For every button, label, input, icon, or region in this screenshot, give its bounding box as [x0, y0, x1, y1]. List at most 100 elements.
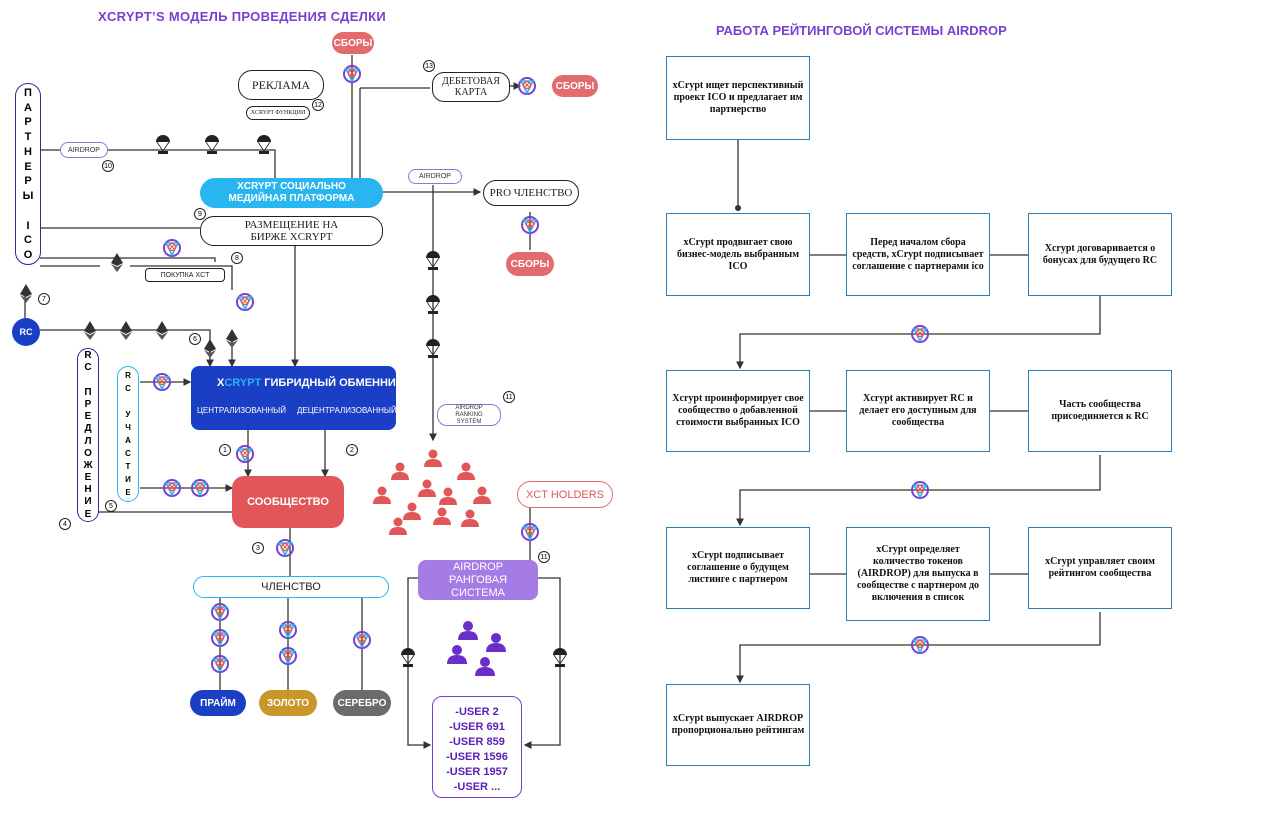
vertical-letter: Ы [22, 190, 34, 203]
vertical-letter: C [125, 384, 131, 393]
vertical-letter: Л [84, 435, 92, 447]
vertical-letter: И [84, 496, 92, 508]
ethereum-icon [20, 284, 32, 303]
vertical-letter: Р [24, 116, 32, 129]
vertical-letter: R [84, 350, 92, 362]
ethereum-icon [204, 339, 216, 358]
vertical-letter: C [84, 362, 92, 374]
ranking-system-tag: AIRDROP RANKING SYSTEM [437, 404, 501, 426]
step-number: 11 [538, 551, 550, 563]
vertical-letter: Д [84, 423, 92, 435]
flow-step-9: xCrypt определяет количество токенов (AI… [846, 527, 990, 621]
flow-step-1: xCrypt ищет перспективный проект ICO и п… [666, 56, 810, 140]
vertical-letter: I [26, 219, 30, 232]
user-list-item: -USER 691 [449, 721, 505, 733]
vertical-letter: Ж [83, 459, 93, 471]
step-number: 1 [219, 444, 231, 456]
step-number: 7 [38, 293, 50, 305]
vertical-letter: Е [24, 160, 32, 173]
tier-gold-badge: ЗОЛОТО [259, 690, 317, 716]
vertical-letter: П [84, 386, 92, 398]
vertical-letter: Н [84, 484, 92, 496]
xcrypt-logo-icon [236, 293, 254, 311]
community-crowd-icon [373, 449, 491, 535]
ethereum-icon [111, 253, 123, 272]
tier-prime-badge: ПРАЙМ [190, 690, 246, 716]
user-list-item: -USER 1957 [446, 766, 508, 778]
ethereum-icon [120, 321, 132, 340]
user-list-item: -USER 859 [449, 736, 505, 748]
reklama-node: РЕКЛАМА [238, 70, 324, 100]
sbory-top-badge: СБОРЫ [332, 32, 374, 54]
parachute-icon [155, 134, 171, 155]
step-number: 11 [503, 391, 515, 403]
airdrop-tag: AIRDROP [60, 142, 108, 158]
xcrypt-functions-node: XCRYPT ФУНКЦИИ [246, 106, 310, 120]
rc-node: RC [12, 318, 40, 346]
user-list-item: -USER ... [453, 781, 501, 793]
ethereum-icon [226, 329, 238, 348]
parachute-icon [204, 134, 220, 155]
vertical-letter: П [24, 86, 32, 99]
exchange-decentral-label: ДЕЦЕНТРАЛИЗОВАННЫЙ [297, 406, 397, 415]
step-number: 3 [252, 542, 264, 554]
step-number: 6 [189, 333, 201, 345]
social-platform-node: XCRYPT СОЦИАЛЬНО МЕДИЙНАЯ ПЛАТФОРМА [200, 178, 383, 208]
step-number: 2 [346, 444, 358, 456]
vertical-letter: Т [125, 462, 131, 471]
vertical-letter: Е [125, 488, 131, 497]
vertical-letter: Р [84, 398, 92, 410]
membership-node: ЧЛЕНСТВО [193, 576, 389, 598]
sbory-card-badge: СБОРЫ [552, 75, 598, 97]
step-number: 4 [59, 518, 71, 530]
vertical-letter: Е [84, 508, 92, 520]
vertical-letter: Р [24, 175, 32, 188]
vertical-letter [87, 375, 90, 386]
xcrypt-logo-icon [236, 445, 254, 463]
ethereum-icon [84, 321, 96, 340]
xct-holders-node: XCT HOLDERS [517, 481, 613, 508]
debit-card-node: ДЕБЕТОВАЯ КАРТА [432, 72, 510, 102]
xcrypt-logo-icon [518, 77, 536, 95]
sbory-pro-badge: СБОРЫ [506, 252, 554, 276]
vertical-letter: Т [24, 131, 32, 144]
tier-silver-badge: СЕРЕБРО [333, 690, 391, 716]
user-group-icon [447, 621, 506, 676]
vertical-letter: И [125, 475, 131, 484]
step-number: 12 [312, 99, 324, 111]
user-ranking-list: -USER 2 -USER 691 -USER 859 -USER 1596 -… [432, 696, 522, 798]
vertical-letter: C [24, 234, 32, 247]
parachute-icon [256, 134, 272, 155]
flow-step-6: Xcrypt активирует RC и делает его доступ… [846, 370, 990, 452]
vertical-letter: Е [84, 411, 92, 423]
airdrop-rank-node: AIRDROP РАНГОВАЯ СИСТЕМА [418, 560, 538, 600]
hybrid-exchange-node: XCRYPT ГИБРИДНЫЙ ОБМЕННИК ЦЕНТРАЛИЗОВАНН… [191, 366, 403, 430]
flow-step-2: xCrypt продвигает свою бизнес-модель выб… [666, 213, 810, 296]
right-title: РАБОТА РЕЙТИНГОВОЙ СИСТЕМЫ AIRDROP [716, 23, 1007, 38]
vertical-letter: А [24, 101, 32, 114]
community-node: СООБЩЕСТВО [232, 476, 344, 528]
pro-membership-node: PRO ЧЛЕНСТВО [483, 180, 579, 206]
step-number: 8 [231, 252, 243, 264]
vertical-letter: С [125, 449, 131, 458]
step-number: 10 [102, 160, 114, 172]
vertical-letter: Е [84, 472, 92, 484]
user-list-item: -USER 2 [455, 706, 499, 718]
vertical-letter [26, 205, 29, 217]
exchange-title: XCRYPT ГИБРИДНЫЙ ОБМЕННИК [217, 377, 403, 389]
flow-step-5: Xcrypt проинформирует свое сообщество о … [666, 370, 810, 452]
flow-step-10: xCrypt управляет своим рейтингом сообщес… [1028, 527, 1172, 609]
vertical-letter: У [125, 410, 131, 419]
vertical-letter: R [125, 371, 131, 380]
step-number: 9 [194, 208, 206, 220]
flow-step-8: xCrypt подписывает соглашение о будущем … [666, 527, 810, 609]
flow-step-7: Часть сообщества присоединяется к RC [1028, 370, 1172, 452]
buy-xct-node: ПОКУПКА XCT [145, 268, 225, 282]
ethereum-icon [156, 321, 168, 340]
vertical-letter: Н [24, 145, 32, 158]
listing-node: РАЗМЕЩЕНИЕ НА БИРЖЕ XCRYPT [200, 216, 383, 246]
